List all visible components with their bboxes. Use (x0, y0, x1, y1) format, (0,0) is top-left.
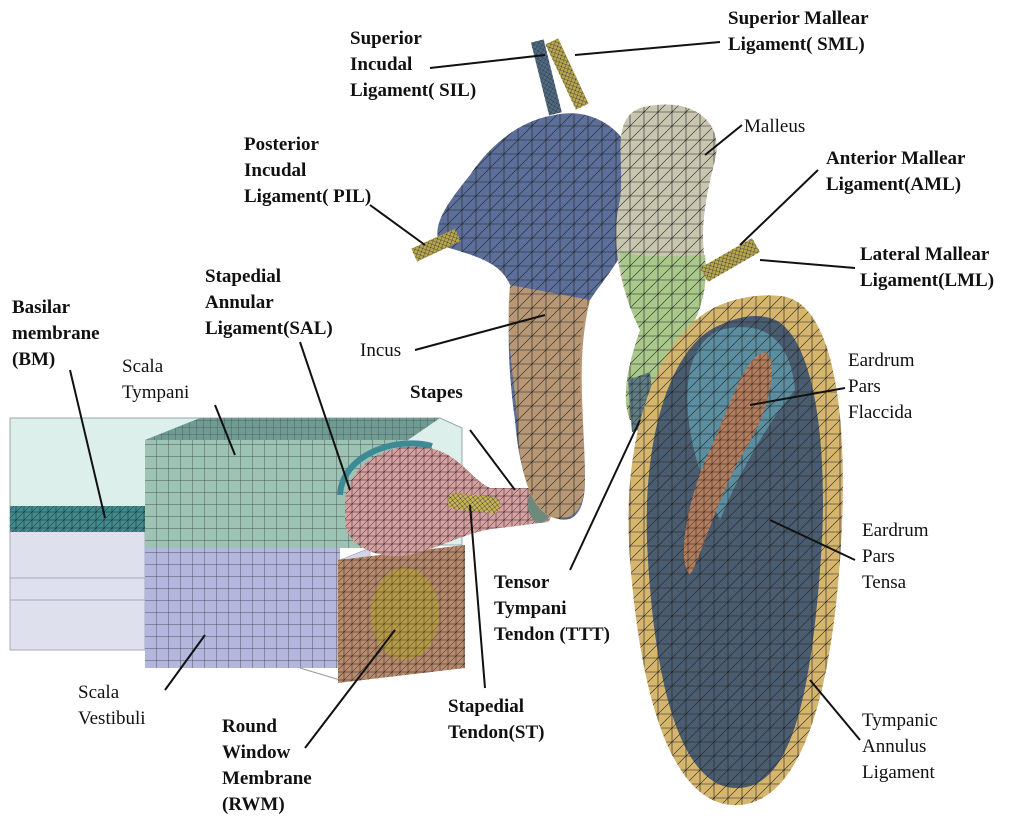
label-line: Tympani (122, 380, 189, 406)
label-line: Stapes (410, 380, 463, 406)
label-line: Ligament( PIL) (244, 184, 371, 210)
label-line: Eardrum (848, 348, 914, 374)
label-superior-mallear-ligament: Superior Mallear Ligament( SML) (728, 6, 869, 58)
label-tensor-tympani-tendon: Tensor Tympani Tendon (TTT) (494, 570, 610, 648)
label-line: Flaccida (848, 400, 914, 426)
label-line: Scala (78, 680, 146, 706)
label-line: Ligament (862, 760, 938, 786)
label-line: membrane (12, 321, 100, 347)
label-line: Incus (360, 338, 401, 364)
label-line: Stapedial (448, 694, 544, 720)
label-line: Membrane (222, 766, 312, 792)
label-line: Lateral Mallear (860, 242, 994, 268)
label-line: Annulus (862, 734, 938, 760)
label-line: Tympani (494, 596, 610, 622)
label-line: Round (222, 714, 312, 740)
label-line: Pars (862, 544, 928, 570)
label-line: Vestibuli (78, 706, 146, 732)
label-superior-incudal-ligament: Superior Incudal Ligament( SIL) (350, 26, 476, 104)
label-eardrum-pars-tensa: Eardrum Pars Tensa (862, 518, 928, 596)
leader-lml (760, 260, 855, 268)
label-line: (RWM) (222, 792, 312, 818)
label-incus: Incus (360, 338, 401, 364)
label-line: Tendon(ST) (448, 720, 544, 746)
label-line: (BM) (12, 347, 100, 373)
label-stapes: Stapes (410, 380, 463, 406)
label-line: Tensor (494, 570, 610, 596)
label-stapedial-tendon: Stapedial Tendon(ST) (448, 694, 544, 746)
label-line: Superior (350, 26, 476, 52)
label-line: Ligament(LML) (860, 268, 994, 294)
leader-st (470, 505, 485, 688)
label-anterior-mallear-ligament: Anterior Mallear Ligament(AML) (826, 146, 965, 198)
label-line: Superior Mallear (728, 6, 869, 32)
label-line: Posterior (244, 132, 371, 158)
label-line: Malleus (744, 114, 805, 140)
label-line: Basilar (12, 295, 100, 321)
label-line: Tendon (TTT) (494, 622, 610, 648)
leader-annulus (810, 680, 860, 740)
label-scala-vestibuli: Scala Vestibuli (78, 680, 146, 732)
label-posterior-incudal-ligament: Posterior Incudal Ligament( PIL) (244, 132, 371, 210)
label-basilar-membrane: Basilar membrane (BM) (12, 295, 100, 373)
label-line: Window (222, 740, 312, 766)
label-line: Scala (122, 354, 189, 380)
leader-aml (740, 170, 818, 245)
label-line: Tympanic (862, 708, 938, 734)
label-line: Incudal (244, 158, 371, 184)
label-line: Tensa (862, 570, 928, 596)
cochlea-back-lower (10, 528, 145, 650)
eardrum (628, 295, 842, 805)
label-line: Stapedial (205, 264, 333, 290)
label-line: Ligament(AML) (826, 172, 965, 198)
label-stapedial-annular-ligament: Stapedial Annular Ligament(SAL) (205, 264, 333, 342)
label-eardrum-pars-flaccida: Eardrum Pars Flaccida (848, 348, 914, 426)
label-line: Annular (205, 290, 333, 316)
label-line: Ligament(SAL) (205, 316, 333, 342)
label-line: Eardrum (862, 518, 928, 544)
label-line: Pars (848, 374, 914, 400)
label-malleus: Malleus (744, 114, 805, 140)
label-lateral-mallear-ligament: Lateral Mallear Ligament(LML) (860, 242, 994, 294)
leader-pil (370, 205, 425, 245)
label-scala-tympani: Scala Tympani (122, 354, 189, 406)
label-line: Ligament( SML) (728, 32, 869, 58)
label-round-window-membrane: Round Window Membrane (RWM) (222, 714, 312, 818)
label-line: Ligament( SIL) (350, 78, 476, 104)
label-line: Anterior Mallear (826, 146, 965, 172)
leader-sml (575, 42, 720, 55)
label-tympanic-annulus-ligament: Tympanic Annulus Ligament (862, 708, 938, 786)
label-line: Incudal (350, 52, 476, 78)
